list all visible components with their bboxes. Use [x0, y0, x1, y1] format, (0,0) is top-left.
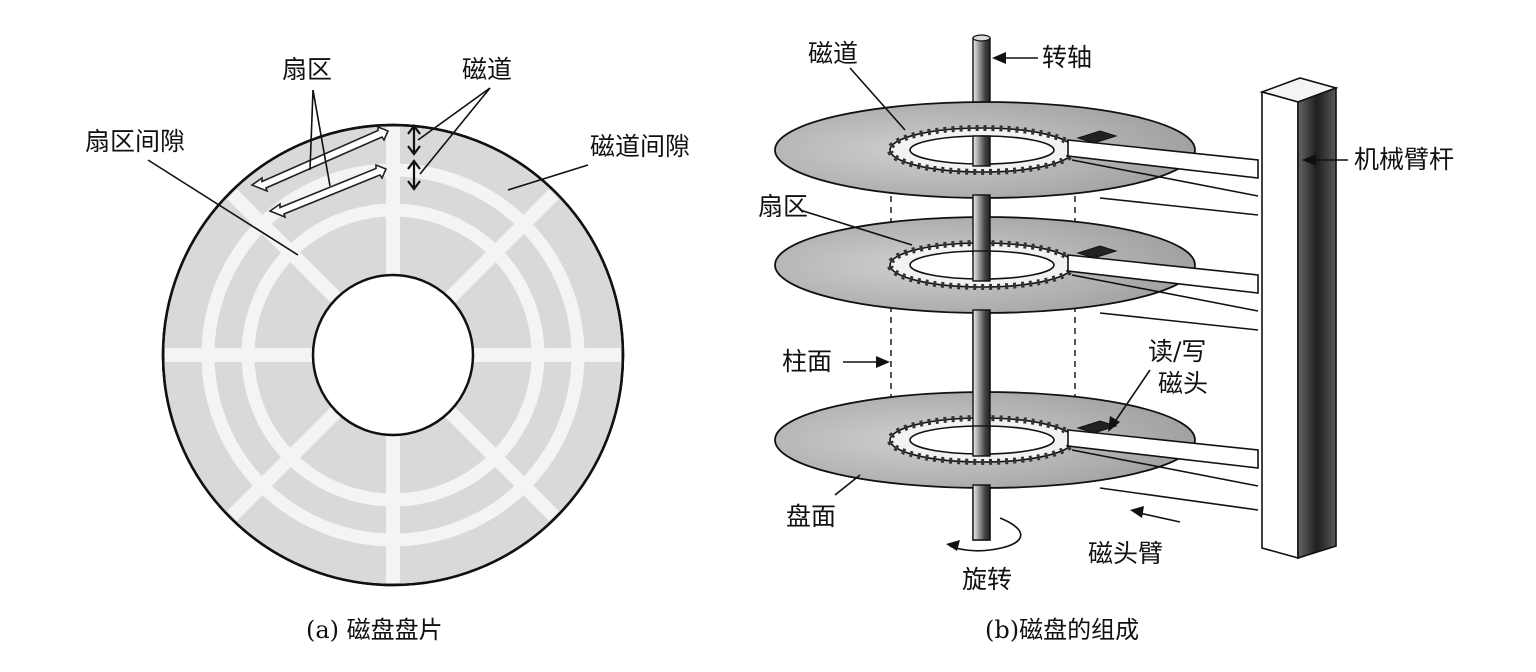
- track-arrows: [407, 124, 421, 191]
- spindle-front-segments: [972, 135, 991, 541]
- platter-figure: 扇区 磁道 扇区间隙 磁道间隙 (a) 磁盘盘片: [85, 55, 690, 644]
- platter-hole: [311, 273, 475, 437]
- right-leader-lines: [799, 57, 1348, 523]
- label-cylinder: 柱面: [782, 347, 832, 376]
- label-head-arm: 磁头臂: [1088, 539, 1163, 568]
- track-gap-ring-outer: [201, 163, 585, 547]
- label-sector-gap: 扇区间隙: [85, 127, 185, 156]
- arm-rod: [1259, 77, 1339, 560]
- label-track: 磁道: [462, 55, 512, 84]
- track-gap-ring-inner: [241, 203, 545, 507]
- rotation-arrow: [949, 517, 1022, 552]
- caption-right: (b)磁盘的组成: [985, 616, 1139, 644]
- sector-gap-lines: [165, 127, 621, 583]
- rotation-arrowhead: [946, 540, 960, 551]
- left-leader-lines: [147, 87, 589, 256]
- sector-arrows: [250, 125, 390, 219]
- right-arrowheads: [876, 52, 1316, 518]
- label-sector: 扇区: [282, 55, 332, 84]
- label-track-gap: 磁道间隙: [590, 132, 690, 161]
- label-sector-b: 扇区: [758, 192, 808, 221]
- label-rw-head-1: 读/写: [1148, 337, 1206, 366]
- label-rw-head-2: 磁头: [1158, 369, 1208, 398]
- label-track-b: 磁道: [808, 39, 858, 68]
- caption-left: (a) 磁盘盘片: [306, 616, 443, 644]
- rw-heads: [1076, 130, 1118, 434]
- assembly-figure: 磁道 转轴 机械臂杆 扇区 柱面 读/写 磁头 盘面 磁头臂 旋转 (b)磁盘的…: [758, 34, 1454, 644]
- head-arms: [1067, 139, 1259, 511]
- label-surface: 盘面: [786, 502, 836, 531]
- label-spindle: 转轴: [1042, 43, 1092, 72]
- label-rotation: 旋转: [962, 565, 1012, 594]
- label-arm-rod: 机械臂杆: [1354, 145, 1454, 174]
